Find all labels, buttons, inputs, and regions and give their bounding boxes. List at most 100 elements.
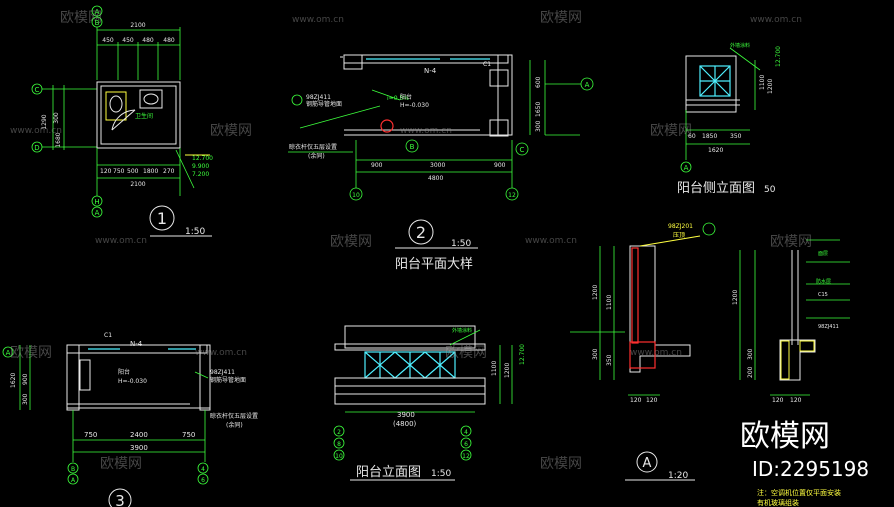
watermark-url: www.om.cn — [400, 126, 452, 136]
axis-label: 4 — [464, 429, 468, 436]
dim-text: 200 — [747, 366, 754, 378]
dim-text: 2100 — [130, 181, 145, 188]
dim-text: 1200 — [592, 285, 599, 300]
rail-pattern — [364, 351, 456, 379]
note-text: 压顶 — [673, 232, 685, 239]
watermark-url: www.om.cn — [630, 348, 682, 358]
note-text: 卫生间 — [135, 112, 153, 120]
axis-label: A — [585, 81, 590, 89]
axis-label: H — [94, 198, 99, 206]
dim-text: 12.700 — [519, 344, 526, 365]
dim-text: 3000 — [430, 162, 445, 169]
dim-text: 60 — [688, 133, 696, 140]
watermark-url: www.om.cn — [95, 236, 147, 246]
dim-text: 1200 — [732, 290, 739, 305]
watermark-id: ID:2295198 — [752, 457, 869, 481]
watermark-brand: 欧模网 — [770, 234, 812, 250]
dim-text: 300 — [747, 348, 754, 360]
watermark-brand: 欧模网 — [210, 123, 252, 139]
view-number: 3 — [115, 492, 125, 507]
dim-text: 120 — [100, 168, 112, 175]
elev-text: 7.200 — [192, 171, 209, 178]
watermark-layer: 欧模网 欧模网 欧模网 欧模网 欧模网 欧模网 欧模网 欧模网 欧模网 欧模网 … — [10, 10, 869, 481]
dim-text: 900 — [494, 162, 506, 169]
axis-bubble — [91, 5, 103, 17]
note-text: 钢筋导管地面 — [306, 100, 342, 108]
view-scale: 50 — [764, 185, 776, 195]
dim-text: (4800) — [393, 420, 417, 428]
view-title: 阳台立面图 — [356, 465, 421, 480]
watermark-brand: 欧模网 — [100, 456, 142, 472]
dim-text: 2400 — [130, 431, 148, 439]
dim-text: 350 — [730, 133, 742, 140]
door-tag: N-4 — [424, 67, 437, 75]
plan-view-1: A B 2100 450 450 480 480 C D 1290 300 16… — [31, 5, 213, 237]
note-text: H=-0.030 — [400, 102, 429, 109]
dim-text: 480 — [163, 37, 175, 44]
svg-text:面层: 面层 — [818, 251, 828, 257]
dim-text: 2100 — [130, 22, 145, 29]
dim-text: 750 — [84, 431, 97, 439]
dim-text: 300 — [592, 348, 599, 360]
axis-label: 8 — [337, 441, 341, 448]
dim-text: 450 — [102, 37, 114, 44]
dim-text: 1680 — [55, 132, 62, 147]
dim-text: 12.700 — [775, 46, 782, 67]
plan-view-3: N-4 C1 阳台 H=-0.030 98ZJ411 钢筋导管地面 晾衣杆仅五层… — [2, 332, 258, 507]
watermark-brand: 欧模网 — [540, 456, 582, 472]
note-text: 外墙涂料 — [730, 42, 750, 49]
view-number: 2 — [416, 223, 426, 242]
view-title: 阳台侧立面图 — [677, 181, 755, 196]
view-number-bubble — [149, 205, 175, 231]
side-elevation: 外墙涂料 12.700 1100 1200 60 1850 350 1620 A… — [677, 42, 782, 196]
axis-label: A — [71, 477, 76, 484]
dim-text: 270 — [163, 168, 175, 175]
watermark-url: www.om.cn — [10, 126, 62, 136]
elev-text: 9.900 — [192, 163, 209, 170]
svg-text:防水层: 防水层 — [816, 278, 831, 285]
axis-label: 2 — [337, 429, 341, 436]
dim-text: 600 — [535, 76, 542, 88]
view-scale: 1:20 — [668, 471, 688, 481]
axis-label: B — [410, 143, 415, 151]
axis-label: 6 — [201, 477, 205, 484]
dim-text: 900 — [22, 373, 29, 385]
note-text: 晾衣杆仅五层设置 — [289, 143, 337, 151]
dim-text: 300 — [535, 120, 542, 132]
note-text: 98ZJ201 — [668, 223, 693, 230]
window-tag: C1 — [483, 61, 491, 68]
axis-label: C — [35, 86, 40, 94]
axis-label: 6 — [464, 441, 468, 448]
axis-label: C — [520, 146, 525, 154]
axis-label: 10 — [352, 192, 360, 199]
elev-text: 12.700 — [192, 155, 213, 162]
note-text: 98ZJ411 — [210, 369, 235, 376]
watermark-big-brand: 欧模网 — [740, 419, 830, 454]
dim-text: 450 — [122, 37, 134, 44]
dim-text: 120 — [630, 397, 642, 404]
view-scale: 1:50 — [451, 239, 471, 249]
plan-view-2: N-4 C1 i=0.5% 98ZJ411 钢筋导管地面 阳台 H=-0.030… — [288, 54, 594, 272]
axis-label: 12 — [508, 192, 516, 199]
dim-text: 120 — [772, 397, 784, 404]
watermark-brand: 欧模网 — [445, 345, 487, 361]
dim-text: 1620 — [708, 147, 723, 154]
note-text: 98ZJ411 — [818, 324, 839, 330]
dim-text: 750 — [113, 168, 125, 175]
dim-text: 3900 — [397, 411, 415, 419]
axis-label: 4 — [201, 466, 205, 473]
view-title: 阳台平面大样 — [395, 257, 473, 272]
window-tag: C1 — [104, 332, 112, 339]
dim-text: 1650 — [535, 102, 542, 117]
balcony-elevation: 外墙涂料 12.700 1100 1200 3900 (4800) 2 8 10… — [333, 325, 526, 481]
dim-text: 1620 — [10, 373, 17, 388]
axis-label: A — [95, 8, 100, 16]
dim-text: 1850 — [702, 133, 717, 140]
dim-text: 1290 — [41, 114, 48, 129]
axis-label: A — [95, 209, 100, 217]
view-number: 1 — [157, 209, 167, 228]
dim-text: 120 — [646, 397, 658, 404]
dim-text: 3900 — [130, 444, 148, 452]
axis-label: 12 — [462, 453, 470, 460]
view-scale: 1:50 — [431, 469, 451, 479]
